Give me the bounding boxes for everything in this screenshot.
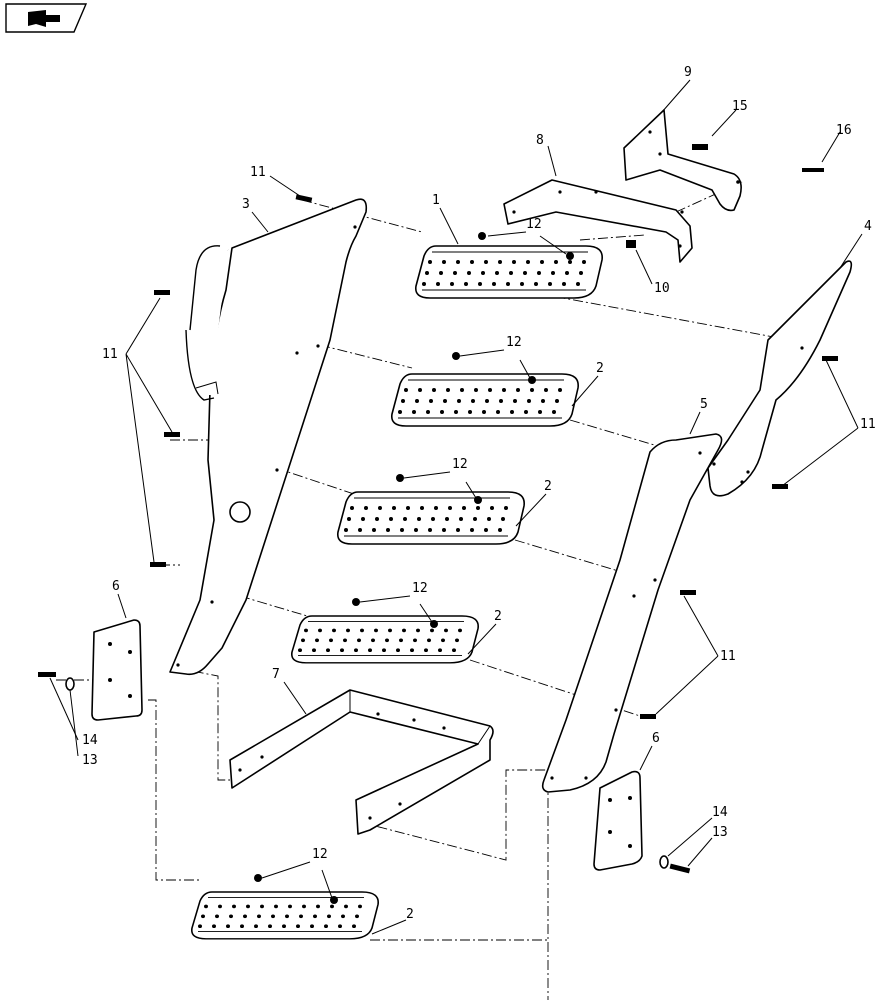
- left-side-panel: [169, 198, 368, 676]
- label-14-left: 14: [82, 733, 98, 748]
- label-12-b: 12: [506, 335, 522, 350]
- label-6-right: 6: [652, 731, 660, 746]
- washer-14-left: [65, 677, 75, 691]
- handrail: [185, 245, 230, 401]
- right-side-panel: [541, 433, 723, 793]
- label-4: 4: [864, 219, 872, 234]
- label-6-left: 6: [112, 579, 120, 594]
- right-upper-plate: [707, 260, 853, 497]
- step-tread-2b: [336, 491, 526, 545]
- label-2-c: 2: [494, 609, 502, 624]
- label-11-left: 11: [102, 347, 118, 362]
- bolt-10: [626, 240, 636, 248]
- label-5: 5: [700, 397, 708, 412]
- label-11-mid: 11: [720, 649, 736, 664]
- bolt-15: [692, 144, 708, 150]
- bolt-13-left: [38, 672, 56, 677]
- label-13-right: 13: [712, 825, 728, 840]
- bolt-11-left-3: [150, 562, 166, 567]
- support-bar: [503, 179, 693, 263]
- label-9: 9: [684, 65, 692, 80]
- bolt-11-right-3: [680, 590, 696, 595]
- bolt-13-right: [669, 863, 691, 874]
- step-tread-2c: [290, 615, 480, 664]
- washer-14-right: [659, 855, 669, 869]
- label-2-b: 2: [544, 479, 552, 494]
- bolt-11-left-1: [154, 290, 170, 295]
- label-16: 16: [836, 123, 852, 138]
- label-12-c: 12: [452, 457, 468, 472]
- book-arrow-icon[interactable]: [5, 3, 88, 33]
- label-1: 1: [432, 193, 440, 208]
- label-12-d: 12: [412, 581, 428, 596]
- label-11-top: 11: [250, 165, 266, 180]
- label-3: 3: [242, 197, 250, 212]
- label-15: 15: [732, 99, 748, 114]
- step-tread-2a: [390, 373, 580, 427]
- spacer-plate-right: [593, 770, 643, 871]
- label-8: 8: [536, 133, 544, 148]
- label-12-e: 12: [312, 847, 328, 862]
- step-tread-2d: [190, 891, 380, 940]
- spacer-plate-left: [91, 619, 143, 721]
- label-2-a: 2: [596, 361, 604, 376]
- mounting-bracket: [623, 109, 742, 212]
- bolt-11-left-2: [164, 432, 180, 437]
- label-10: 10: [654, 281, 670, 296]
- label-13-left: 13: [82, 753, 98, 768]
- leader-lines: [49, 79, 863, 935]
- label-2-d: 2: [406, 907, 414, 922]
- u-bracket: [229, 689, 494, 835]
- stud-16: [802, 168, 824, 172]
- bolt-11-top: [295, 194, 313, 203]
- step-tread-1: [414, 245, 604, 299]
- label-12-a: 12: [526, 217, 542, 232]
- label-14-right: 14: [712, 805, 728, 820]
- label-11-right: 11: [860, 417, 876, 432]
- bolt-11-right-4: [640, 714, 656, 719]
- bolt-11-right-1: [822, 356, 838, 361]
- callout-labels: 1 12 12 12 12 12 2 2 2 2 3 4 5 6 6 7 8 9…: [82, 65, 876, 922]
- label-7: 7: [272, 667, 280, 682]
- bolt-11-right-2: [772, 484, 788, 489]
